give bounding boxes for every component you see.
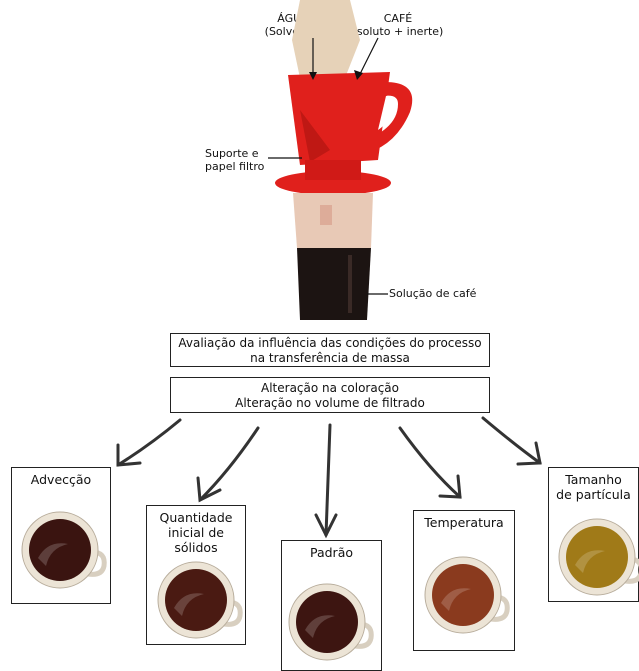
arrow-to-adveccao-head <box>116 443 142 467</box>
cup-coffee-adveccao <box>29 519 91 581</box>
cup-coffee-quantidade <box>165 569 227 631</box>
arrow-to-adveccao <box>116 418 182 467</box>
server-stripe <box>320 205 332 225</box>
arrow-to-temperatura-head <box>438 474 462 499</box>
dripper-handle <box>375 82 413 150</box>
coffee-dripper-illustration <box>268 0 413 320</box>
dripper-shadow <box>300 110 330 162</box>
coffee-highlight <box>348 255 352 313</box>
dripper-neck <box>305 160 361 180</box>
cup-highlight-padrao <box>305 615 335 638</box>
arrow-cafe <box>357 37 379 79</box>
label-cafe: CAFÉ (soluto + inerte) <box>348 12 448 38</box>
label-cafe-sub: (soluto + inerte) <box>352 25 444 38</box>
alteracao-box: Alteração na coloração Alteração no volu… <box>170 377 490 413</box>
coffee-cup-temperatura <box>424 556 510 634</box>
alteracao-line2: Alteração no volume de filtrado <box>235 396 425 410</box>
cup-title-tamanho: Tamanho de partícula <box>549 472 638 502</box>
cup-handle-adveccao <box>87 549 107 577</box>
server-top <box>293 193 373 248</box>
arrow-agua-head <box>309 72 317 80</box>
cup-coffee-padrao <box>296 591 358 653</box>
label-suporte: Suporte e papel filtro <box>205 147 275 173</box>
arrow-to-quantidade-head <box>196 476 222 503</box>
arrow-to-tamanho-head <box>516 441 542 466</box>
cup-handle-padrao <box>354 621 374 649</box>
cup-coffee-temperatura <box>432 564 494 626</box>
cup-title-quantidade: Quantidade inicial de sólidos <box>147 510 245 555</box>
cup-title-adveccao: Advecção <box>30 472 92 487</box>
cup-title-quantidade-line1: Quantidade <box>159 510 233 525</box>
dripper-base <box>275 171 391 195</box>
arrow-to-quantidade <box>198 426 260 502</box>
dripper-handle-inner <box>378 96 396 130</box>
label-suporte-line1: Suporte e <box>205 147 259 160</box>
cup-highlight-tamanho <box>575 550 605 573</box>
arrow-to-tamanho <box>481 416 542 465</box>
cup-highlight-adveccao <box>38 543 68 566</box>
arrow-to-padrao-head <box>314 513 338 539</box>
arrow-cafe-head <box>354 70 363 80</box>
label-cafe-title: CAFÉ <box>383 12 413 25</box>
cup-title-temperatura: Temperatura <box>424 515 504 530</box>
coffee-cup-padrao <box>288 583 374 661</box>
cup-title-tamanho-line2: de partícula <box>556 487 631 502</box>
label-suporte-line2: papel filtro <box>205 160 265 173</box>
arrow-to-temperatura <box>398 426 462 499</box>
cup-title-quantidade-line2: inicial de sólidos <box>168 525 224 555</box>
coffee-solution <box>297 248 371 320</box>
pouring-stream <box>292 0 360 78</box>
alteracao-line1: Alteração na coloração <box>261 381 399 395</box>
label-solucao-text: Solução de café <box>389 287 477 300</box>
cup-handle-temperatura <box>490 594 510 622</box>
coffee-cup-quantidade <box>157 561 243 639</box>
cup-title-tamanho-line1: Tamanho <box>565 472 622 487</box>
avaliacao-box: Avaliação da influência das condições do… <box>170 333 490 367</box>
arrow-to-padrao <box>324 423 332 537</box>
avaliacao-line1: Avaliação da influência das condições do… <box>178 336 482 350</box>
avaliacao-line2: na transferência de massa <box>250 351 410 365</box>
cup-handle-quantidade <box>223 599 243 627</box>
cup-coffee-tamanho <box>566 526 628 588</box>
cup-handle-tamanho <box>624 556 639 584</box>
coffee-cup-tamanho <box>558 518 639 596</box>
label-solucao: Solução de café <box>389 287 499 300</box>
coffee-cup-adveccao <box>21 511 107 589</box>
cup-highlight-quantidade <box>174 593 204 616</box>
cup-title-padrao: Padrão <box>309 545 354 560</box>
cup-highlight-temperatura <box>441 588 471 611</box>
